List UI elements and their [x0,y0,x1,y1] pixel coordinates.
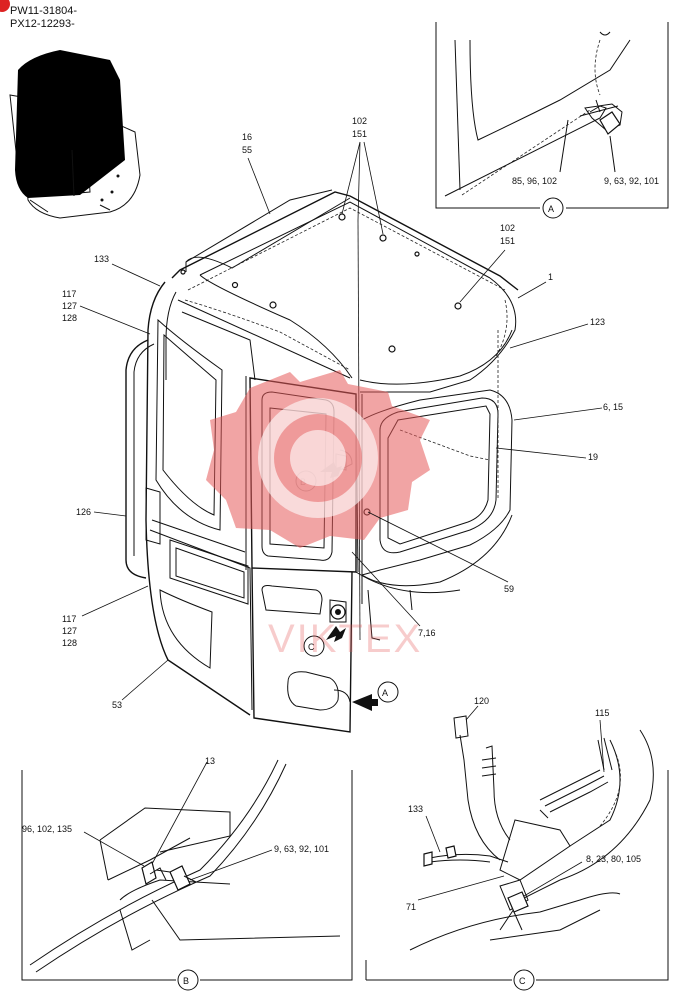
svg-text:126: 126 [76,507,91,517]
callout-c-120: 120 [474,696,489,706]
reference-arrow-c: C [303,626,346,657]
detail-b-letter: B [183,976,189,986]
callout-c-133: 133 [408,804,423,814]
callout-c-8-23-80-105: 8, 23, 80, 105 [586,854,641,864]
detail-b-circle [177,969,199,991]
svg-text:133: 133 [94,254,109,264]
svg-text:127: 127 [62,626,77,636]
svg-text:102: 102 [500,223,515,233]
svg-text:151: 151 [500,236,515,246]
svg-text:53: 53 [112,700,122,710]
svg-text:102: 102 [352,116,367,126]
svg-text:1: 1 [548,272,553,282]
detail-view-c: C 120 115 133 8, 23, 80, 105 71 [365,696,669,991]
detail-c-circle [513,969,535,991]
callout-c-71: 71 [406,902,416,912]
watermark-text: VIKTEX [268,617,422,661]
callout-a-85-96-102: 85, 96, 102 [512,176,557,186]
svg-text:127: 127 [62,301,77,311]
reference-arrow-a: A [352,681,399,711]
main-callouts: 16 55 102 151 102 151 1 123 6, 15 19 59 … [62,116,623,710]
watermark-logo: VIKTEX [206,370,430,661]
callout-b-96-102-135: 96, 102, 135 [22,824,72,834]
header-serial-1: PW11-31804- [10,5,77,17]
header-serial-2: PX12-12293- [10,18,75,30]
detail-c-letter: C [519,976,526,986]
svg-text:123: 123 [590,317,605,327]
detail-view-a: A 85, 96, 102 9, 63, 92, 101 [435,22,669,219]
cab-main-drawing [125,189,519,733]
svg-text:6, 15: 6, 15 [603,402,623,412]
callout-c-115: 115 [595,708,609,718]
svg-text:59: 59 [504,584,514,594]
svg-text:128: 128 [62,638,77,648]
svg-text:16: 16 [242,132,252,142]
svg-text:C: C [308,642,315,652]
svg-text:A: A [382,688,388,698]
cab-thumbnail [9,50,141,219]
svg-text:117: 117 [62,614,76,624]
callout-a-9-63-92-101: 9, 63, 92, 101 [604,176,659,186]
detail-a-letter: A [548,204,554,214]
corner-badge [0,0,10,12]
svg-text:7,16: 7,16 [418,628,436,638]
callout-b-13: 13 [205,756,215,766]
svg-text:19: 19 [588,452,598,462]
detail-a-circle [542,197,564,219]
svg-text:117: 117 [62,289,76,299]
svg-text:55: 55 [242,145,252,155]
svg-text:151: 151 [352,129,367,139]
detail-view-b: B 13 96, 102, 135 9, 63, 92, 101 [21,756,353,991]
callout-b-9-63-92-101: 9, 63, 92, 101 [274,844,329,854]
svg-text:128: 128 [62,313,77,323]
